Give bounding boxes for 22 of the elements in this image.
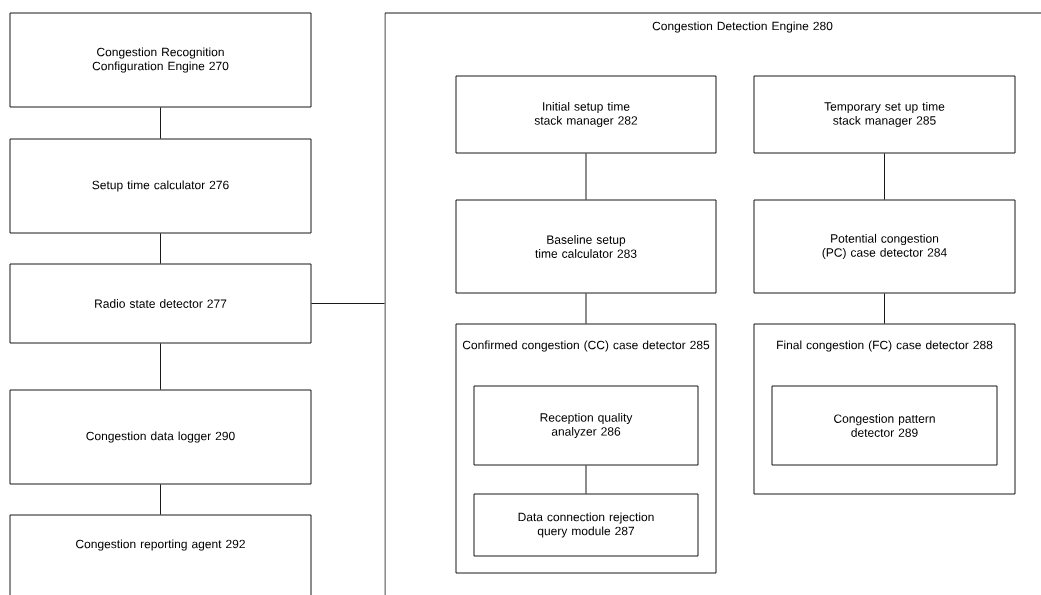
component-box: Baseline setup time calculator 283 bbox=[455, 199, 717, 294]
connector-line bbox=[311, 303, 385, 304]
connector-line bbox=[160, 484, 161, 515]
component-box: Data connection rejection query module 287 bbox=[473, 493, 699, 557]
component-box: Potential congestion (PC) case detector 284 bbox=[753, 199, 1016, 294]
component-box: Congestion data logger 290 bbox=[9, 389, 312, 485]
component-box: Initial setup time stack manager 282 bbox=[455, 75, 717, 154]
connector-line bbox=[160, 233, 161, 264]
component-box: Setup time calculator 276 bbox=[9, 138, 312, 234]
connector-line bbox=[585, 293, 587, 324]
connector-line bbox=[585, 153, 587, 200]
component-box: Congestion Recognition Configuration Engine 270 bbox=[9, 12, 312, 108]
connector-line bbox=[160, 343, 161, 390]
connector-line bbox=[884, 153, 885, 200]
component-box: Congestion reporting agent 292 bbox=[9, 514, 312, 595]
connector-line bbox=[884, 293, 885, 324]
component-box: Congestion pattern detector 289 bbox=[771, 385, 998, 466]
component-box: Temporary set up time stack manager 285 bbox=[753, 75, 1016, 154]
component-box: Radio state detector 277 bbox=[9, 263, 312, 344]
connector-line bbox=[160, 107, 161, 139]
connector-line bbox=[585, 465, 587, 494]
component-box: Reception quality analyzer 286 bbox=[473, 385, 699, 466]
